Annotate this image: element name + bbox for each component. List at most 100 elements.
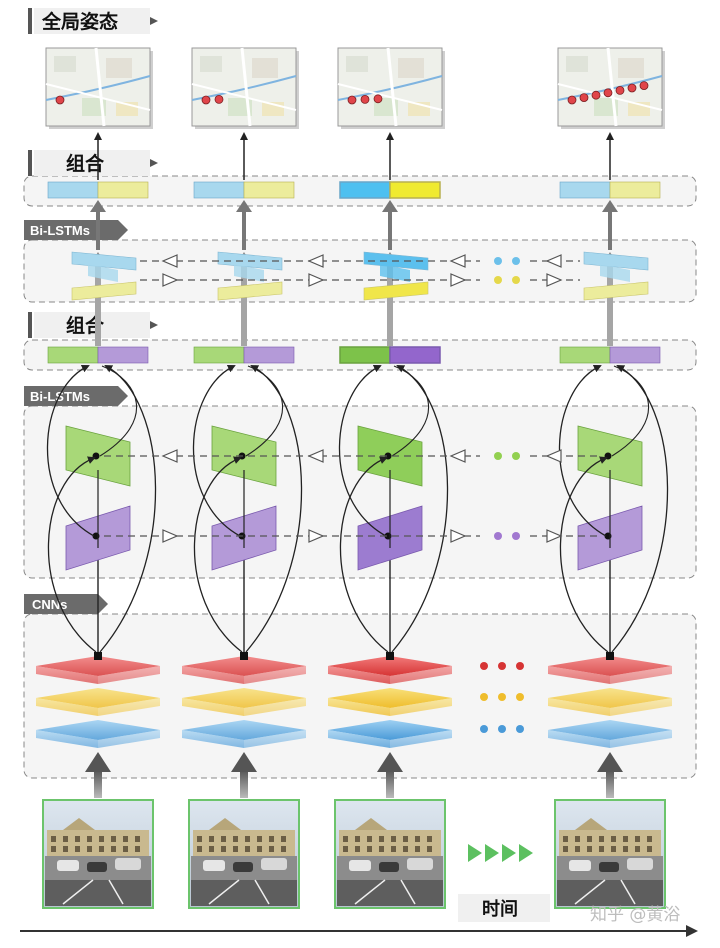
cnn-stack [328, 652, 452, 748]
cnn-layer-left [548, 666, 610, 684]
cnn-layer-right [390, 666, 452, 684]
bilstm-top-panel [23, 239, 697, 303]
cnn-layer-left [548, 698, 610, 716]
combine-mid-bar [559, 346, 661, 364]
pose-point [579, 93, 589, 102]
pose-point [615, 86, 625, 95]
recurrence-backward-arrow [545, 254, 562, 268]
cnn-layer-left [328, 666, 390, 684]
time-label-box [458, 894, 550, 922]
forward-to-combine-curve [46, 365, 95, 537]
recurrence-forward-arrow [162, 529, 179, 543]
pose-point [639, 81, 649, 90]
pose-point [201, 95, 211, 105]
cnn-stack [548, 652, 672, 748]
cnn-layer-left [548, 730, 610, 748]
combine-top-bar [559, 181, 661, 199]
pose-point [55, 95, 65, 105]
watermark: 知乎 @黄浴 [590, 905, 680, 925]
ellipsis-cnn [480, 662, 524, 733]
recurrence-backward-arrow [307, 254, 324, 268]
cnn-to-backward-curve [47, 456, 97, 653]
bilstm-top-label: Bi-LSTMs [30, 223, 90, 238]
global-pose-tag: 全局姿态 [28, 8, 158, 34]
recurrence-backward-arrow [449, 254, 466, 268]
recurrence-backward-arrow [545, 449, 562, 463]
recurrence-forward-arrow [162, 273, 179, 287]
cnn-layer-left [36, 698, 98, 716]
cnn-layer-right [390, 730, 452, 748]
top-lstm-forward-cell [363, 281, 429, 301]
forward-to-combine-curve [192, 365, 241, 537]
pose-point [214, 95, 224, 104]
cnn-to-combine-curve [391, 365, 449, 653]
top-lstm-forward-cell [217, 281, 283, 301]
cnn-layer-right [610, 698, 672, 716]
recurrence-forward-arrow [546, 529, 563, 543]
recurrence-backward-arrow [449, 449, 466, 463]
backward-to-combine-curve [391, 365, 430, 457]
backward-to-combine-curve [245, 365, 284, 457]
input-arrow-head [231, 752, 257, 772]
input-image [188, 799, 300, 909]
cnn-to-combine-curve [99, 365, 157, 653]
top-lstm-link [380, 264, 410, 282]
combine-mid-bar [339, 346, 441, 364]
cnn-output-node [386, 652, 394, 660]
combine-top-bar [339, 181, 441, 199]
combine-mid-bar [193, 346, 295, 364]
bilstm-top-tag: Bi-LSTMs [24, 220, 128, 240]
cnn-layer-right [98, 698, 160, 716]
top-lstm-link [234, 264, 264, 282]
top-lstm-forward-cell [583, 281, 649, 301]
pose-point [373, 94, 383, 104]
combine-mid-bar [47, 346, 149, 364]
recurrence-backward-arrow [161, 449, 178, 463]
pose-point [591, 90, 601, 100]
recurrence-backward-arrow [307, 449, 324, 463]
bilstm-mid-label: Bi-LSTMs [30, 389, 90, 404]
mid-to-top-arrow [241, 264, 247, 346]
input-arrow [240, 770, 248, 798]
recurrence-forward-arrow [308, 529, 325, 543]
input-arrow [94, 770, 102, 798]
mid-to-top-arrow [607, 264, 613, 346]
cnn-layer-right [390, 698, 452, 716]
cnn-to-combine-curve [611, 365, 669, 653]
time-direction-arrows [468, 844, 533, 862]
cnn-layer-left [182, 730, 244, 748]
pose-point [347, 95, 357, 105]
global-pose-label: 全局姿态 [41, 10, 118, 33]
cnn-layer-left [182, 698, 244, 716]
input-image [42, 799, 154, 909]
cnn-to-backward-curve [339, 456, 389, 653]
cnn-layer-left [328, 730, 390, 748]
cnn-layer-right [98, 666, 160, 684]
cnn-layer-right [244, 666, 306, 684]
recurrence-forward-arrow [450, 273, 467, 287]
mid-to-top-arrow [387, 264, 393, 346]
combine-top-tag: 组合 [28, 150, 158, 176]
cnn-layer-left [328, 698, 390, 716]
input-arrow [386, 770, 394, 798]
combine-top-bar [193, 181, 295, 199]
input-arrow [606, 770, 614, 798]
ellipsis-top-lstm [494, 257, 520, 284]
top-lstm-to-combine-head [602, 200, 618, 212]
cnn-layer-left [182, 666, 244, 684]
top-lstm-forward-cell [71, 281, 137, 301]
backward-to-combine-curve [99, 365, 138, 457]
column-t3 [328, 47, 452, 909]
cnns-tag: CNNs [24, 594, 108, 614]
time-axis-arrowhead [686, 925, 698, 937]
bilstm-mid-panel [23, 405, 697, 579]
cnn-output-node [606, 652, 614, 660]
cnn-layer-right [244, 730, 306, 748]
column-t2 [182, 47, 306, 909]
pose-point [360, 95, 370, 104]
input-arrow-head [377, 752, 403, 772]
cnn-output-node [240, 652, 248, 660]
pose-map [191, 47, 299, 129]
bilstm-mid-tag: Bi-LSTMs [24, 386, 128, 406]
backward-to-combine-curve [611, 365, 650, 457]
